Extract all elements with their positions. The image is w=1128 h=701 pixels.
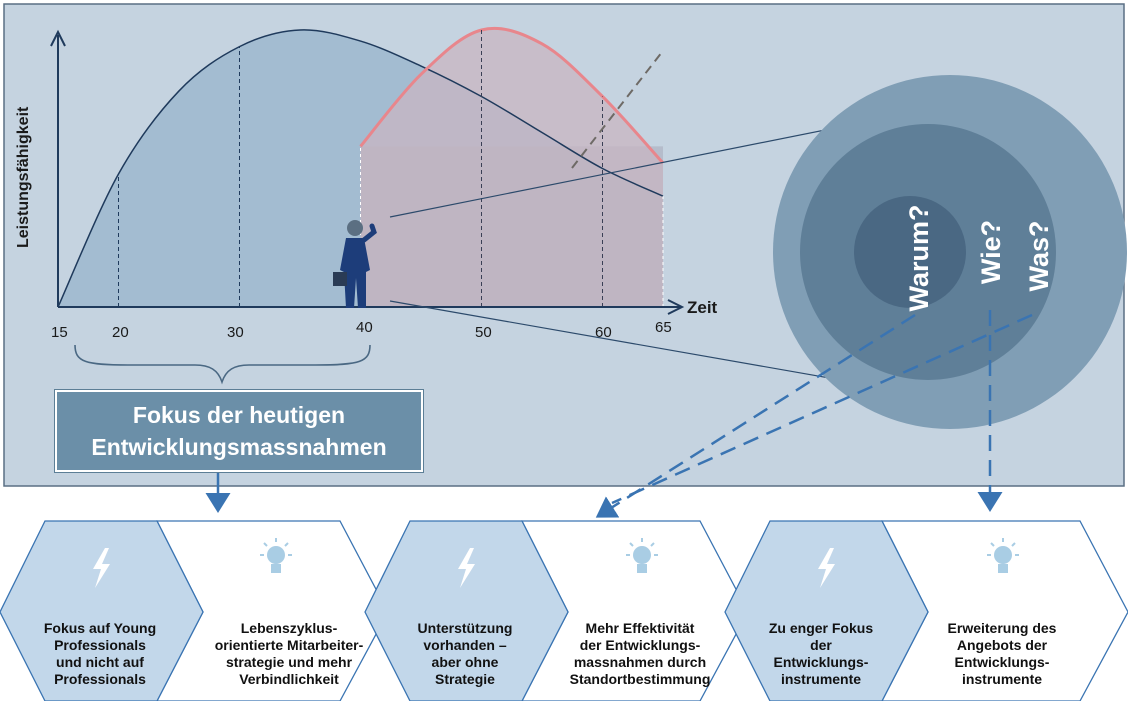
lightbulb-glass bbox=[994, 546, 1012, 564]
lightbulb-icon-1 bbox=[260, 538, 292, 573]
lightbulb-ray bbox=[629, 542, 634, 547]
arrow-warum bbox=[595, 313, 916, 518]
focus-line-1: Fokus der heutigen bbox=[132, 402, 346, 428]
lightbulb-ray bbox=[1011, 542, 1016, 547]
card-1-hex bbox=[0, 520, 204, 701]
cards-row bbox=[0, 520, 1128, 701]
lightbulb-glass bbox=[633, 546, 651, 564]
x-tick-50: 50 bbox=[475, 324, 492, 341]
lightbulb-glass bbox=[267, 546, 285, 564]
label-wie: Wie? bbox=[976, 220, 1006, 284]
card-1-line-3: und nicht auf bbox=[56, 654, 144, 670]
card-4-text: Mehr Effektivität der Entwicklungs- mass… bbox=[540, 620, 740, 688]
card-3-line-3: aber ohne bbox=[431, 654, 499, 670]
lightbulb-base bbox=[271, 564, 281, 573]
lightbulb-icon-3 bbox=[987, 538, 1019, 573]
businessman-figure bbox=[333, 220, 377, 308]
lightning-icon-3 bbox=[818, 548, 835, 588]
card-1-text: Fokus auf Young Professionals und nicht … bbox=[0, 620, 200, 688]
card-4-line-2: der Entwicklungs- bbox=[579, 637, 701, 653]
card-6-line-4: instrumente bbox=[961, 671, 1043, 687]
lightbulb-ray bbox=[650, 542, 655, 547]
chart-area bbox=[57, 26, 665, 308]
y-axis-label: Leistungsfähigkeit bbox=[15, 106, 32, 248]
focus-line-2: Entwicklungsmassnahmen bbox=[91, 434, 387, 460]
card-5-text: Zu enger Fokus der Entwicklungs- instrum… bbox=[742, 620, 900, 688]
lightbulb-ray bbox=[284, 542, 289, 547]
x-tick-15: 15 bbox=[51, 324, 68, 341]
card-5-line-3: Entwicklungs- bbox=[773, 654, 869, 670]
card-1-line-2: Professionals bbox=[54, 637, 146, 653]
lightbulb-base bbox=[998, 564, 1008, 573]
y-axis-arrow bbox=[50, 29, 66, 47]
x-axis-arrow bbox=[667, 299, 685, 315]
card-5-line-2: der bbox=[810, 637, 832, 653]
card-4-line-4: Standortbestimmung bbox=[569, 671, 711, 687]
trend-line bbox=[571, 51, 663, 169]
card-5-line-4: instrumente bbox=[780, 671, 862, 687]
x-axis-label: Zeit bbox=[687, 298, 718, 317]
card-2-line-1: Lebenszyklus- bbox=[240, 620, 338, 636]
card-6-line-3: Entwicklungs- bbox=[954, 654, 1050, 670]
card-2-line-4: Verbindlichkeit bbox=[239, 671, 339, 687]
card-3-line-4: Strategie bbox=[435, 671, 495, 687]
label-warum: Warum? bbox=[904, 205, 934, 312]
x-tick-40: 40 bbox=[356, 319, 373, 336]
card-5-line-1: Zu enger Fokus bbox=[768, 620, 874, 636]
card-2-text: Lebenszyklus- orientierte Mitarbeiter- s… bbox=[184, 620, 394, 688]
x-tick-65: 65 bbox=[655, 319, 672, 336]
card-3-line-1: Unterstützung bbox=[417, 620, 513, 636]
card-2-line-2: orientierte Mitarbeiter- bbox=[214, 637, 364, 653]
focus-box: Fokus der heutigen Entwicklungsmassnahme… bbox=[55, 390, 423, 472]
card-6-line-2: Angebots der bbox=[956, 637, 1048, 653]
card-5-hex bbox=[724, 520, 929, 701]
card-1-line-1: Fokus auf Young bbox=[43, 620, 157, 636]
x-tick-30: 30 bbox=[227, 324, 244, 341]
card-3-hex bbox=[364, 520, 569, 701]
lightbulb-ray bbox=[263, 542, 268, 547]
card-1-line-4: Professionals bbox=[54, 671, 146, 687]
area-pink-curve bbox=[360, 28, 663, 308]
lightning-icon-2 bbox=[458, 548, 475, 588]
lightbulb-base bbox=[637, 564, 647, 573]
circle-inner bbox=[854, 196, 966, 308]
card-2-line-3: strategie und mehr bbox=[225, 654, 353, 670]
card-3-text: Unterstützung vorhanden – aber ohne Stra… bbox=[380, 620, 550, 688]
x-tick-20: 20 bbox=[112, 324, 129, 341]
lightbulb-ray bbox=[990, 542, 995, 547]
lightning-icon-1 bbox=[93, 548, 110, 588]
card-6-text: Erweiterung des Angebots der Entwicklung… bbox=[912, 620, 1092, 688]
card-4-line-1: Mehr Effektivität bbox=[585, 620, 695, 636]
label-was: Was? bbox=[1024, 220, 1054, 291]
line-main-curve bbox=[57, 29, 664, 308]
line-pink-curve bbox=[359, 26, 665, 164]
arrow-was bbox=[611, 313, 1033, 505]
card-3-line-2: vorhanden – bbox=[423, 637, 507, 653]
age-brace bbox=[74, 344, 371, 385]
card-4-line-3: massnahmen durch bbox=[573, 654, 707, 670]
card-6-line-1: Erweiterung des bbox=[947, 620, 1057, 636]
lightbulb-icon-2 bbox=[626, 538, 658, 573]
x-tick-60: 60 bbox=[595, 324, 612, 341]
